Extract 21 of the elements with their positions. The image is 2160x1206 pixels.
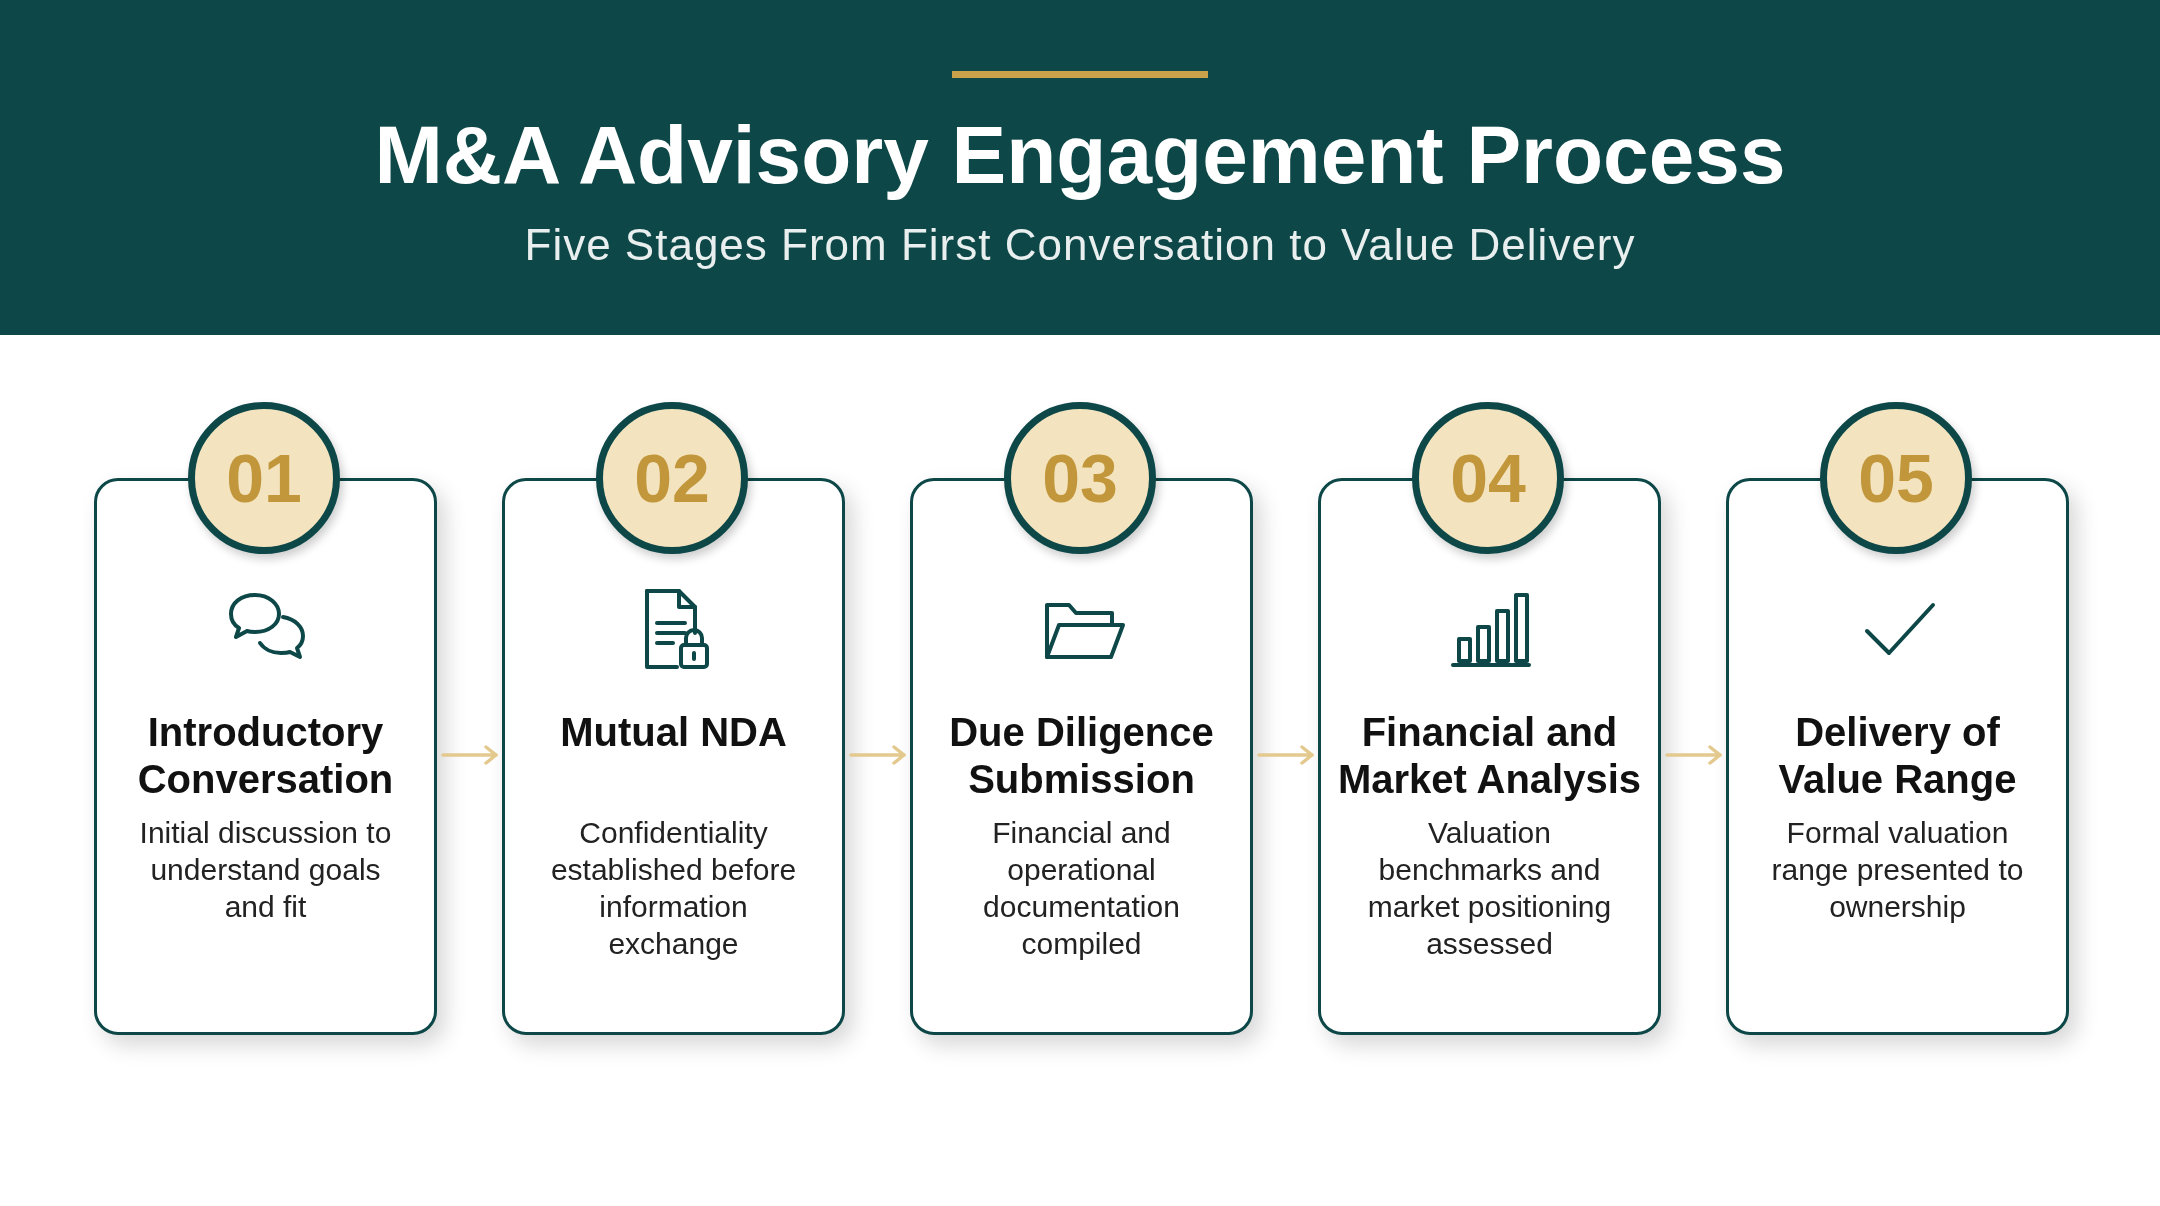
step-number: 03	[1042, 443, 1118, 513]
stage-description: Confidentiality established before information exchange	[549, 815, 798, 962]
stage-description: Initial discussion to understand goals and fit	[138, 815, 393, 925]
title: M&A Advisory Engagement Process	[373, 108, 1787, 202]
step-number: 01	[226, 443, 302, 513]
arrow	[441, 745, 498, 765]
arrow	[1257, 745, 1314, 765]
stage-description: Financial and operational documentation compiled	[982, 815, 1181, 962]
stage-description: Formal valuation range presented to ownership	[1770, 815, 2025, 925]
stage-heading: Financial and Market Analysis	[1336, 709, 1643, 803]
step-number: 05	[1858, 443, 1934, 513]
stage-heading: Introductory Conversation	[136, 709, 395, 803]
stage-description: Valuation benchmarks and market positioning assessed	[1366, 815, 1613, 962]
stage-heading: Mutual NDA	[559, 709, 788, 756]
stage-heading: Due Diligence Submission	[948, 709, 1215, 803]
arrow	[849, 745, 906, 765]
step-number: 02	[634, 443, 710, 513]
subtitle: Five Stages From First Conversation to Value Delivery	[523, 219, 1637, 271]
stage-heading: Delivery of Value Range	[1777, 709, 2018, 803]
step-number: 04	[1450, 443, 1526, 513]
arrow	[1665, 745, 1722, 765]
